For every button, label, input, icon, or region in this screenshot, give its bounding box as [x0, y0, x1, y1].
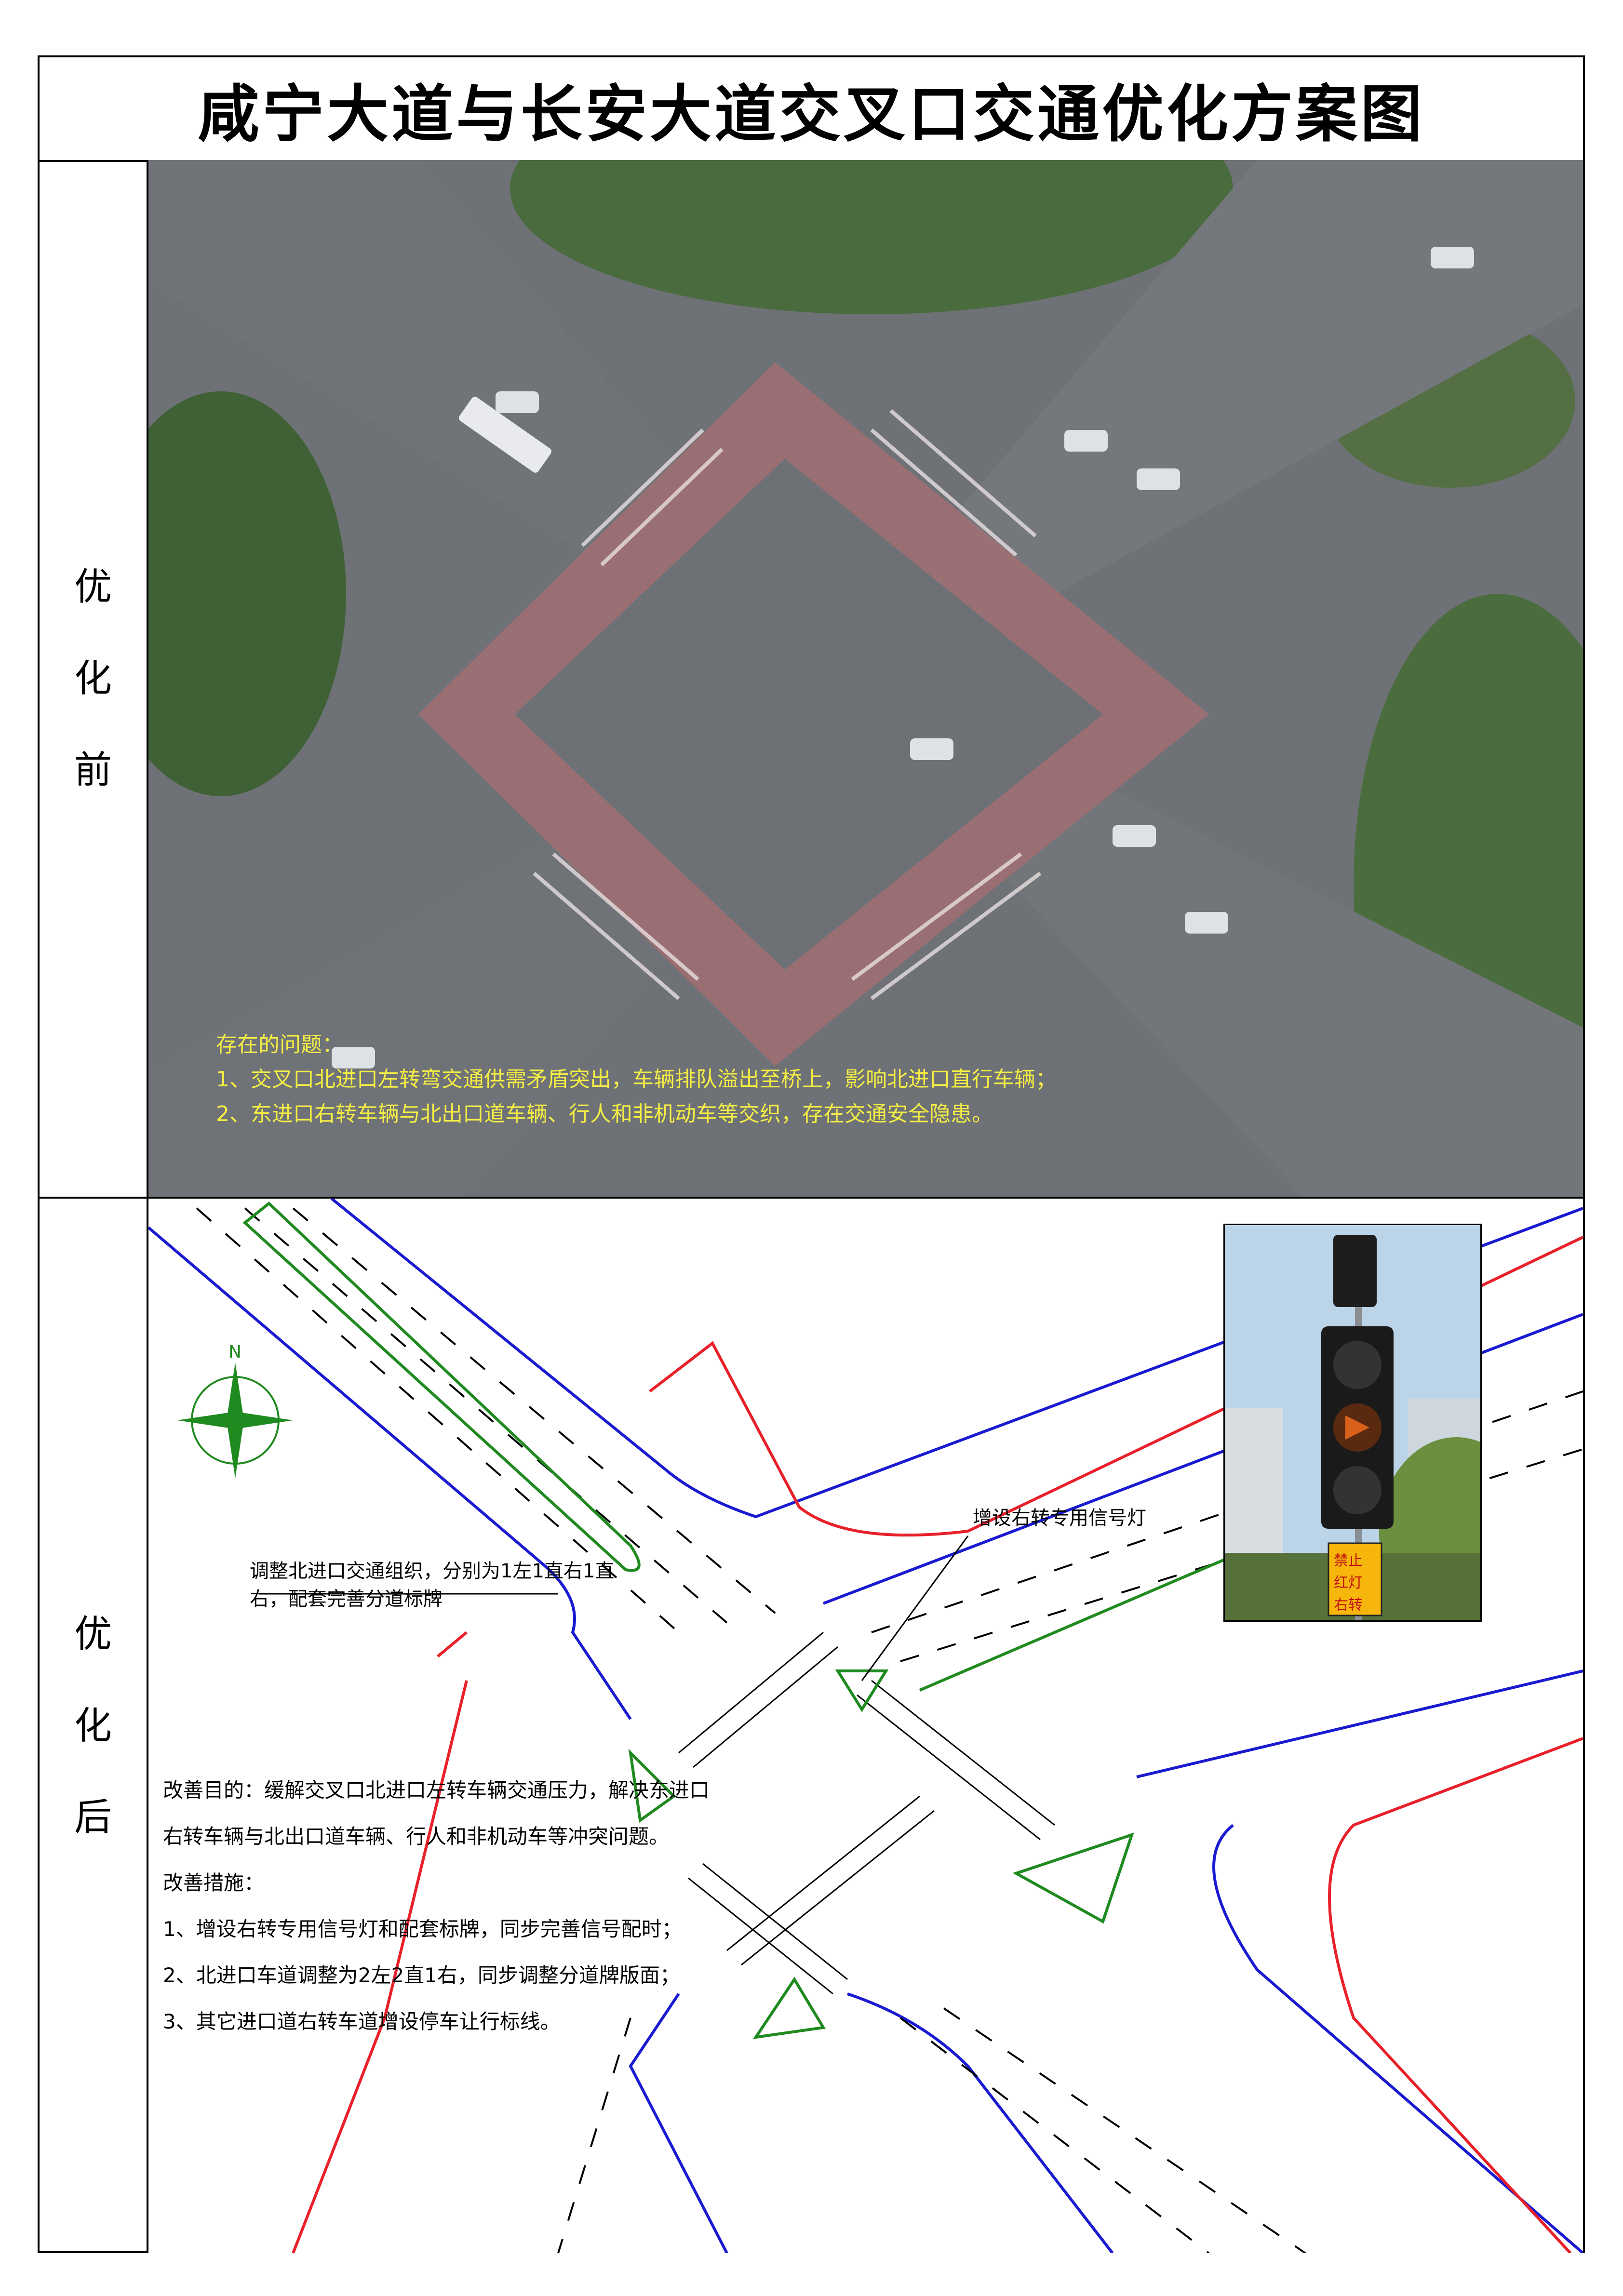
drawing-frame: 咸宁大道与长安大道交叉口交通优化方案图 优 化 前 — [38, 55, 1585, 2253]
vehicles — [332, 247, 1474, 1068]
callout-line: 调整北进口交通组织，分别为1左1直右1直 — [250, 1560, 615, 1582]
sign-text: 红灯 — [1334, 1575, 1363, 1591]
signal-photo-inset: 禁止 红灯 右转 — [1223, 1224, 1482, 1622]
goal-text: 改善目的：缓解交叉口北进口左转车辆交通压力，解决东进口 — [163, 1778, 710, 1802]
side-char: 后 — [74, 1796, 112, 1839]
plan-drawing-after: N 调整北进口交通组织，分别为1左1直右1直 右，配套完善分道标牌 增设右转专用… — [148, 1199, 1583, 2253]
side-char: 优 — [74, 1613, 112, 1656]
north-median — [242, 1201, 641, 1572]
tree-canopy — [148, 391, 346, 796]
small-signal-head — [1333, 1235, 1377, 1307]
problem-item: 2、东进口右转车辆与北出口道车辆、行人和非机动车等交织，存在交通安全隐患。 — [216, 1102, 993, 1126]
north-approach-callout: 调整北进口交通组织，分别为1左1直右1直 右，配套完善分道标牌 — [250, 1555, 614, 1611]
improvement-notes: 改善目的：缓解交叉口北进口左转车辆交通压力，解决东进口 右转车辆与北出口道车辆、… — [163, 1767, 710, 2045]
side-char: 化 — [74, 1704, 112, 1748]
side-char: 前 — [74, 748, 112, 792]
measure-item: 2、北进口车道调整为2左2直1右，同步调整分道牌版面； — [163, 1963, 680, 1987]
north-compass: N — [177, 1342, 293, 1478]
page-title: 咸宁大道与长安大道交叉口交通优化方案图 — [197, 79, 1425, 150]
goal-text-cont: 右转车辆与北出口道车辆、行人和非机动车等冲突问题。 — [163, 1825, 670, 1848]
east-median — [919, 1544, 1258, 1692]
aerial-photo-before: 存在的问题： 1、交叉口北进口左转弯交通供需矛盾突出，车辆排队溢出至桥上，影响北… — [148, 160, 1583, 1199]
road-ne — [896, 160, 1583, 642]
measure-item: 1、增设右转专用信号灯和配套标牌，同步完善信号配时； — [163, 1917, 682, 1941]
sign-text: 禁止 — [1334, 1552, 1363, 1569]
side-label-after: 优 化 后 — [40, 1199, 148, 2253]
boundary-lines — [292, 1236, 1583, 2253]
measure-item: 3、其它进口道右转车道增设停车让行标线。 — [163, 2010, 561, 2033]
measures-heading: 改善措施： — [163, 1871, 265, 1895]
right-arrow-icon — [1345, 1415, 1369, 1440]
signal-callout: 增设右转专用信号灯 — [973, 1507, 1146, 1529]
traffic-islands — [628, 1669, 1134, 2039]
side-label-before: 优 化 前 — [40, 160, 148, 1199]
side-char: 化 — [74, 656, 112, 700]
no-right-turn-sign — [1328, 1542, 1382, 1616]
bus — [459, 397, 551, 473]
signal-illustration: 禁止 红灯 右转 — [1225, 1235, 1480, 1620]
tree-canopy — [510, 160, 1233, 314]
aerial-illustration — [148, 160, 1583, 1197]
compass-label: N — [228, 1342, 241, 1362]
problem-item: 1、交叉口北进口左转弯交通供需矛盾突出，车辆排队溢出至桥上，影响北进口直行车辆； — [216, 1067, 1057, 1092]
sign-text: 右转 — [1334, 1597, 1363, 1614]
road-se — [920, 729, 1583, 1197]
intersection-center — [515, 459, 1103, 970]
problems-note: 存在的问题： 1、交叉口北进口左转弯交通供需矛盾突出，车辆排队溢出至桥上，影响北… — [216, 1028, 1057, 1132]
callout-line: 右，配套完善分道标牌 — [250, 1588, 443, 1610]
side-char: 优 — [74, 565, 112, 609]
callout-leader — [861, 1535, 969, 1681]
problems-heading: 存在的问题： — [216, 1032, 343, 1057]
title-row: 咸宁大道与长安大道交叉口交通优化方案图 — [40, 57, 1583, 162]
center-crosswalk — [678, 1631, 1055, 1995]
crosswalks — [533, 409, 1042, 1001]
